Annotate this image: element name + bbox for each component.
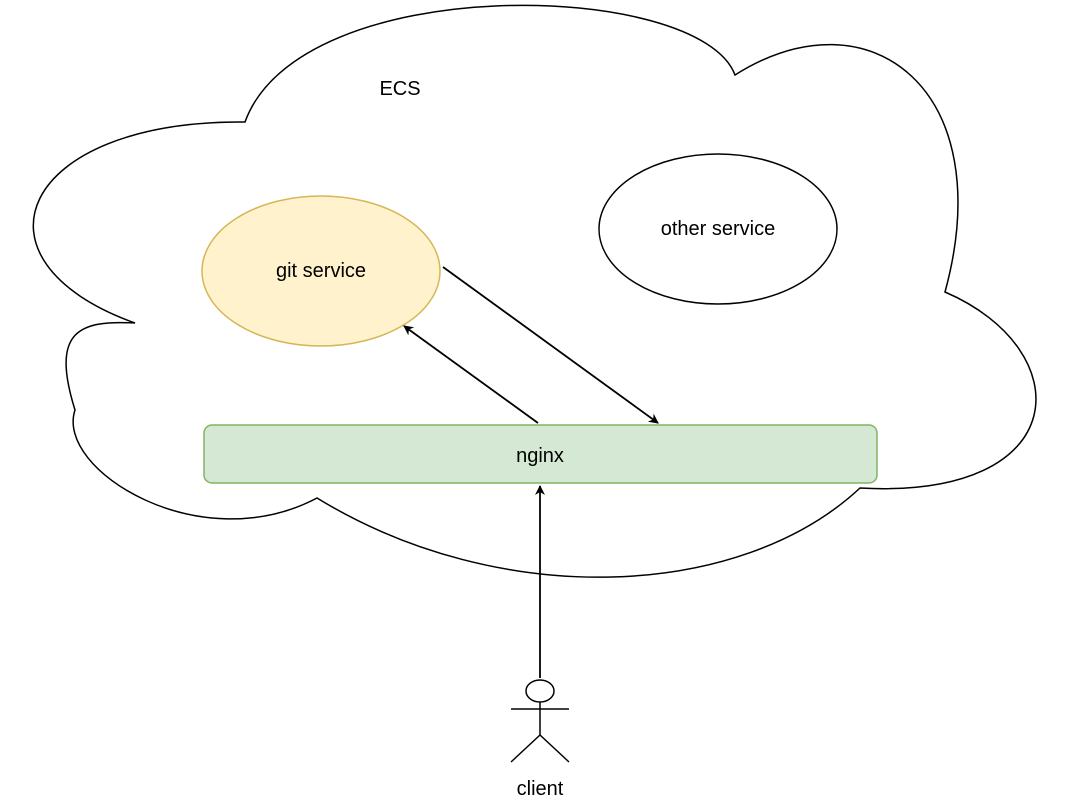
git-service-node[interactable]: git service	[201, 195, 441, 347]
client-label: client	[517, 778, 564, 800]
git-service-ellipse	[201, 195, 441, 347]
nginx-box	[203, 424, 878, 484]
edge-nginx-to-git-service[interactable]	[403, 325, 539, 424]
nginx-label: nginx	[516, 445, 564, 467]
other-service-label: other service	[661, 218, 776, 240]
other-service-ellipse	[598, 153, 838, 305]
ecs-cloud[interactable]: ECS	[32, 4, 1037, 578]
nginx-node[interactable]: nginx	[203, 424, 878, 484]
cloud-shape	[32, 4, 1037, 578]
person-icon	[510, 679, 570, 763]
other-service-node[interactable]: other service	[598, 153, 838, 305]
edges	[403, 266, 659, 678]
edge-git-service-to-nginx[interactable]	[442, 266, 659, 424]
git-service-label: git service	[276, 260, 366, 282]
ecs-label: ECS	[379, 78, 420, 100]
client-actor[interactable]: client	[510, 679, 570, 800]
